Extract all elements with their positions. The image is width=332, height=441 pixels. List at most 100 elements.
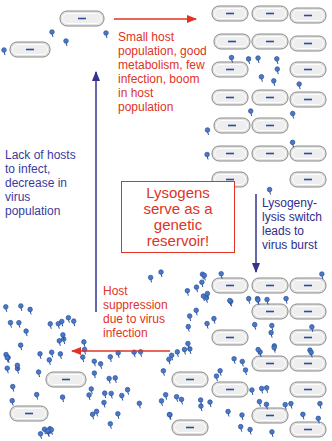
phage [289,401,294,408]
phage [219,271,224,278]
phage [186,341,191,348]
phage [66,315,71,322]
phage [179,397,184,404]
phage [186,324,191,331]
phage [310,325,315,332]
phage [116,411,121,418]
phage [250,388,255,395]
bacterium [290,36,326,51]
bacterium [212,330,248,345]
bacterium [290,172,326,187]
phage [301,412,306,419]
bacterium [252,356,288,371]
bacterium [252,90,288,105]
phage [275,67,280,74]
phage [227,298,232,305]
cycle-arrow [72,350,170,352]
bacterium [46,372,86,387]
phage [271,79,276,86]
phage [19,304,24,311]
phage [113,376,118,383]
phage [255,296,260,303]
phage [125,387,130,394]
bacterium [212,278,248,293]
phage [243,368,248,375]
phage [168,412,173,419]
phage [248,427,253,434]
phage [187,314,192,321]
phage [34,392,39,399]
phage [246,57,251,64]
phage [24,329,29,336]
phage [80,355,85,362]
phage [167,357,172,364]
cycle-arrow [255,194,257,272]
phage [284,296,289,303]
phage [5,355,10,362]
phage [228,299,233,306]
phage [28,307,33,314]
phage [214,374,219,381]
phage [15,363,20,370]
caption-text: Host suppression due to virus infection [103,284,181,340]
phage [240,413,245,420]
bacterium [252,118,288,133]
phage [269,330,274,337]
phage [5,366,10,373]
phage [205,291,210,298]
phage [10,398,15,405]
phage [202,273,207,280]
phage [58,352,63,359]
phage [107,376,112,383]
phage [148,275,153,282]
phage [87,393,92,400]
phage [270,323,275,330]
phage [264,386,269,393]
phage [159,270,164,277]
phage [71,319,76,326]
bacterium [10,406,48,421]
bacterium [252,408,288,423]
phage [290,111,295,118]
phage [92,359,97,366]
note-box: Lysogens serve as a genetic reservoir! [121,181,235,253]
bacterium [252,304,288,319]
phage [46,429,51,436]
phage [283,402,288,409]
phage [98,362,103,369]
phage [259,74,264,81]
phage [320,272,325,279]
phage [2,48,7,55]
phage [102,391,107,398]
phage [270,430,275,437]
phage [265,297,270,304]
phage [267,187,272,194]
phage [175,350,180,357]
phage [252,322,257,329]
phage [318,401,323,408]
phage [48,322,53,329]
note-text: Lysogens serve as a genetic reservoir! [126,185,230,249]
bacterium [290,304,326,319]
phage [248,109,253,116]
phage [137,401,142,408]
bacterium [60,11,104,26]
phage [36,370,41,377]
phage [109,391,114,398]
phage [232,356,237,363]
phage [309,350,314,357]
bacterium [290,92,326,107]
phage [108,355,113,362]
phage [264,402,269,409]
phage [174,394,179,401]
bacterium [212,62,248,77]
phage [102,400,107,407]
bacterium [172,372,208,387]
phage [92,371,97,378]
phage [240,359,245,366]
phage [201,294,206,301]
phage [256,298,261,305]
phage [6,355,11,362]
bacterium [10,42,50,57]
phage [290,140,295,147]
